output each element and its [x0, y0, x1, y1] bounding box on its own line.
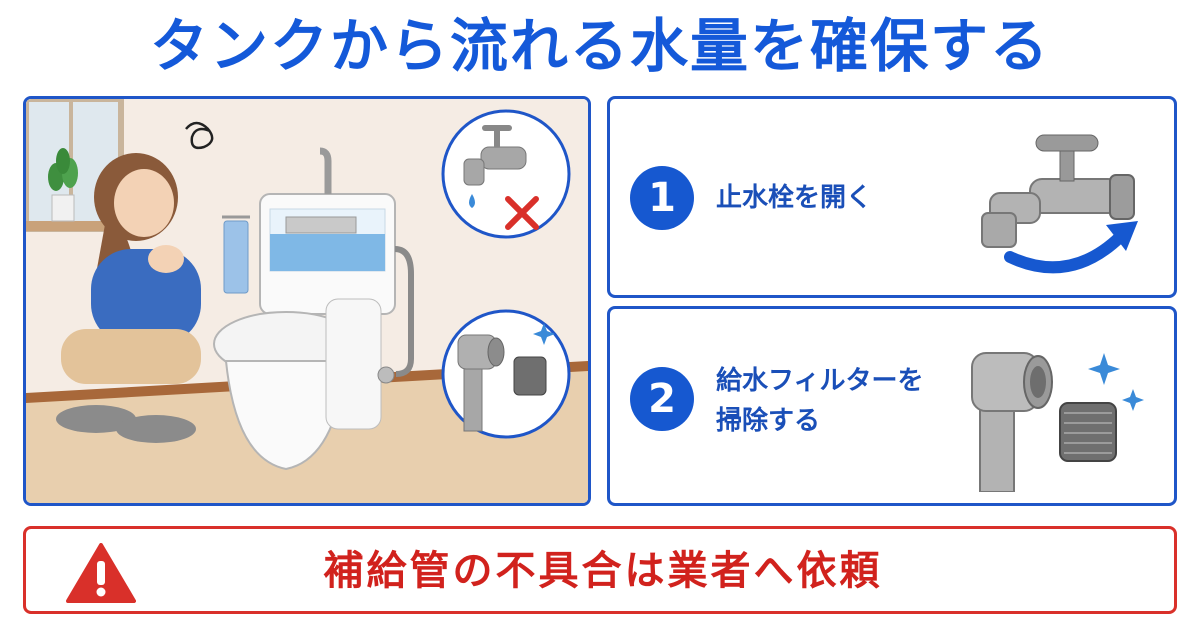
illustration-panel	[23, 96, 591, 506]
step-2-label-line2: 掃除する	[716, 406, 821, 436]
step-2-label: 給水フィルターを 掃除する	[716, 361, 923, 441]
toilet-scene-illustration	[26, 99, 588, 503]
step-1-label: 止水栓を開く	[716, 183, 873, 213]
faucet-open-icon	[981, 134, 1138, 274]
pipe-filter-icon	[971, 352, 1144, 492]
step-1-card: 1 止水栓を開く	[607, 96, 1177, 298]
warning-text: 補給管の不具合は業者へ依頼	[323, 548, 883, 594]
warning-triangle-icon	[66, 543, 136, 603]
step-2-number: 2	[630, 367, 694, 431]
step-1-number: 1	[630, 166, 694, 230]
warning-banner: 補給管の不具合は業者へ依頼	[23, 526, 1177, 614]
page-title: タンクから流れる水量を確保する	[149, 12, 1050, 80]
step-2-label-line1: 給水フィルターを	[716, 366, 924, 396]
step-2-card: 2 給水フィルターを 掃除する	[607, 306, 1177, 506]
